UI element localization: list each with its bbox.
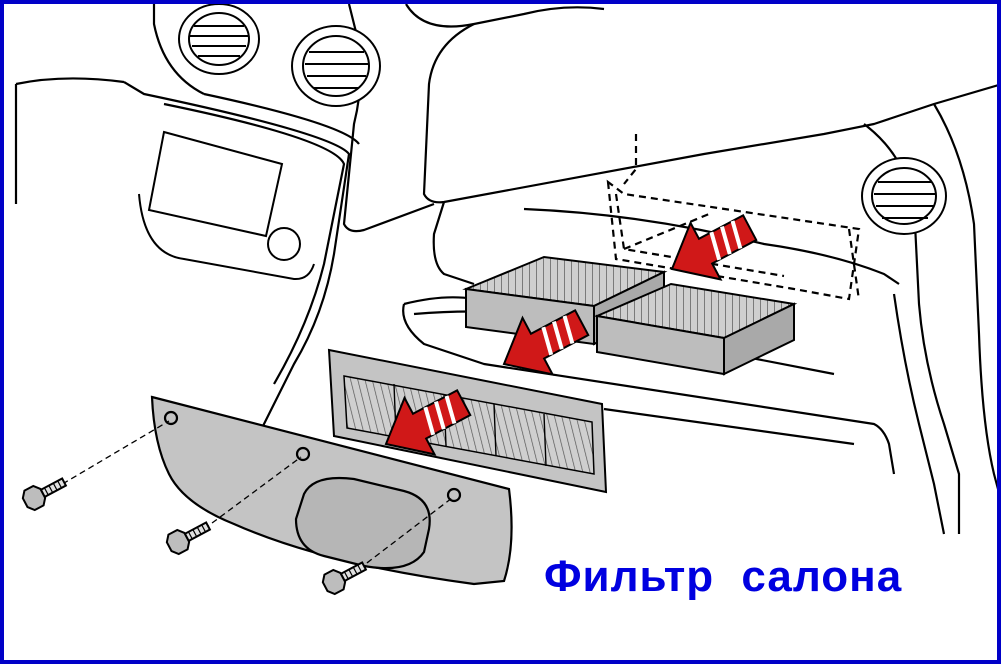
trim-panel-icon <box>150 395 513 586</box>
diagram-caption: Фильтр салона <box>544 552 903 601</box>
screw-guide-lines <box>53 420 453 570</box>
air-vent-right-icon <box>861 157 947 235</box>
air-vent-left-icon <box>178 4 260 75</box>
removal-arrow-icon <box>670 213 758 281</box>
screw-icon <box>165 521 212 556</box>
filter-housing-outline <box>606 134 861 301</box>
removal-arrow-icon <box>502 308 590 376</box>
radio-panel <box>138 130 315 281</box>
cabin-filter-icon <box>462 255 668 346</box>
screw-icon <box>21 477 68 512</box>
cabin-filter-icon <box>593 282 798 376</box>
air-vent-center-icon <box>291 25 381 107</box>
removal-arrow-icon <box>384 388 472 456</box>
cabin-filter-diagram <box>14 4 997 596</box>
screw-icon <box>321 561 368 596</box>
